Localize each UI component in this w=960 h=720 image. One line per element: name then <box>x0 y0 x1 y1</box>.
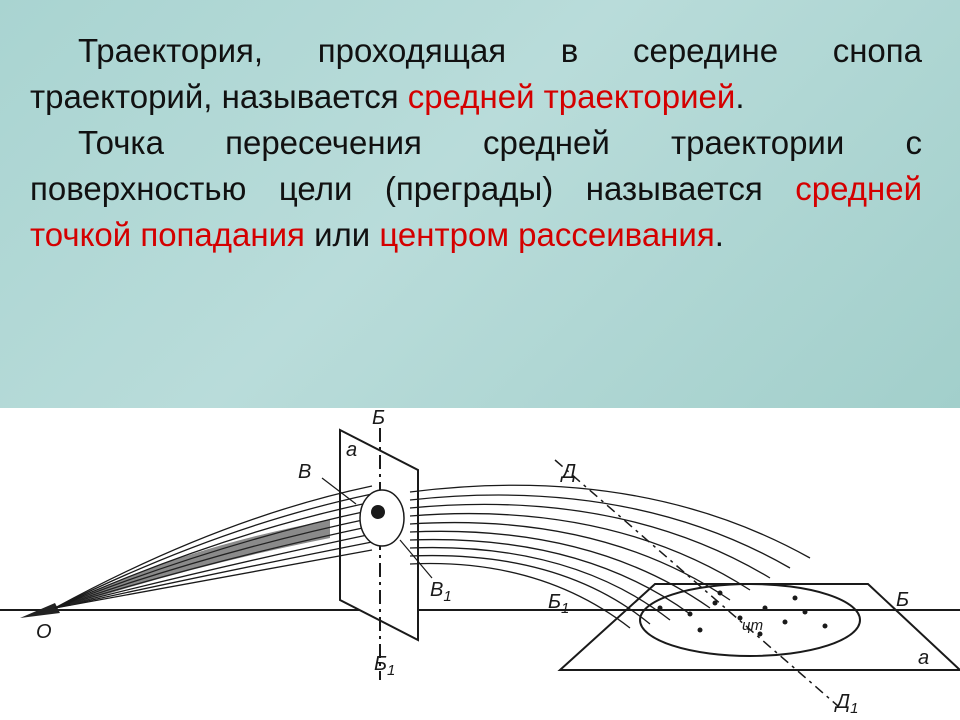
paragraph-mean-trajectory: Траектория, проходящая в середине снопа … <box>30 28 922 120</box>
sheaf-shading <box>70 520 330 606</box>
trajectory-sheaf-descending <box>409 484 811 629</box>
label-cm: цт <box>742 617 763 634</box>
leader-v1 <box>399 539 433 579</box>
label-d1-sub: 1 <box>850 700 858 717</box>
label-b-right: Б <box>896 589 909 611</box>
impact-dots <box>657 590 828 637</box>
label-v1-sub: 1 <box>443 588 451 605</box>
label-a-right: а <box>918 647 929 669</box>
leader-v <box>321 477 357 505</box>
paragraph2-text-b: или <box>304 216 380 253</box>
label-b-bottom: Б1 <box>374 653 395 679</box>
axis-d-d1 <box>554 459 839 707</box>
label-a: а <box>346 439 357 461</box>
label-b-bottom-sub: 1 <box>387 662 395 679</box>
label-v1: В1 <box>430 579 452 605</box>
label-v: В <box>298 461 311 483</box>
impact-bunch <box>359 489 405 547</box>
term-mean-trajectory: средней траекторией <box>407 78 736 115</box>
paragraph1-text-b: . <box>735 78 745 115</box>
paragraph-mean-point: Точка пересечения средней траектории с п… <box>30 120 922 258</box>
paragraph2-text-a: Точка пересечения средней траектории с п… <box>30 124 922 207</box>
trajectory-sheaf-diagram: О Б а В В1 Б1 Б1 Д Д1 Б а цт <box>0 408 960 720</box>
term-dispersion-center: центром рассеивания <box>379 216 715 253</box>
label-origin: О <box>36 621 52 643</box>
dispersion-ellipse <box>639 583 861 657</box>
label-b-low: Б1 <box>548 591 569 617</box>
label-b-low-sub: 1 <box>561 600 569 617</box>
label-d: Д <box>560 461 576 483</box>
slide-text-panel: Траектория, проходящая в середине снопа … <box>0 0 960 408</box>
impact-center <box>371 505 385 519</box>
label-b-bottom-main: Б <box>374 653 387 675</box>
term-mean-point-of-impact: средней точкой попадания <box>30 170 922 253</box>
text-block: Траектория, проходящая в середине снопа … <box>30 28 922 258</box>
paragraph1-text-a: Траектория, проходящая в середине снопа … <box>30 32 922 115</box>
label-d1: Д1 <box>834 691 858 717</box>
muzzle-mark <box>20 603 60 618</box>
paragraph2-text-c: . <box>714 216 724 253</box>
diagram-svg: О Б а В В1 Б1 Б1 Д Д1 Б а цт <box>0 408 960 717</box>
label-d1-main: Д <box>834 691 850 713</box>
label-b-low-main: Б <box>548 591 561 613</box>
label-b-top: Б <box>372 408 385 429</box>
label-v1-main: В <box>430 579 443 601</box>
horizontal-ground-plane <box>557 583 960 671</box>
